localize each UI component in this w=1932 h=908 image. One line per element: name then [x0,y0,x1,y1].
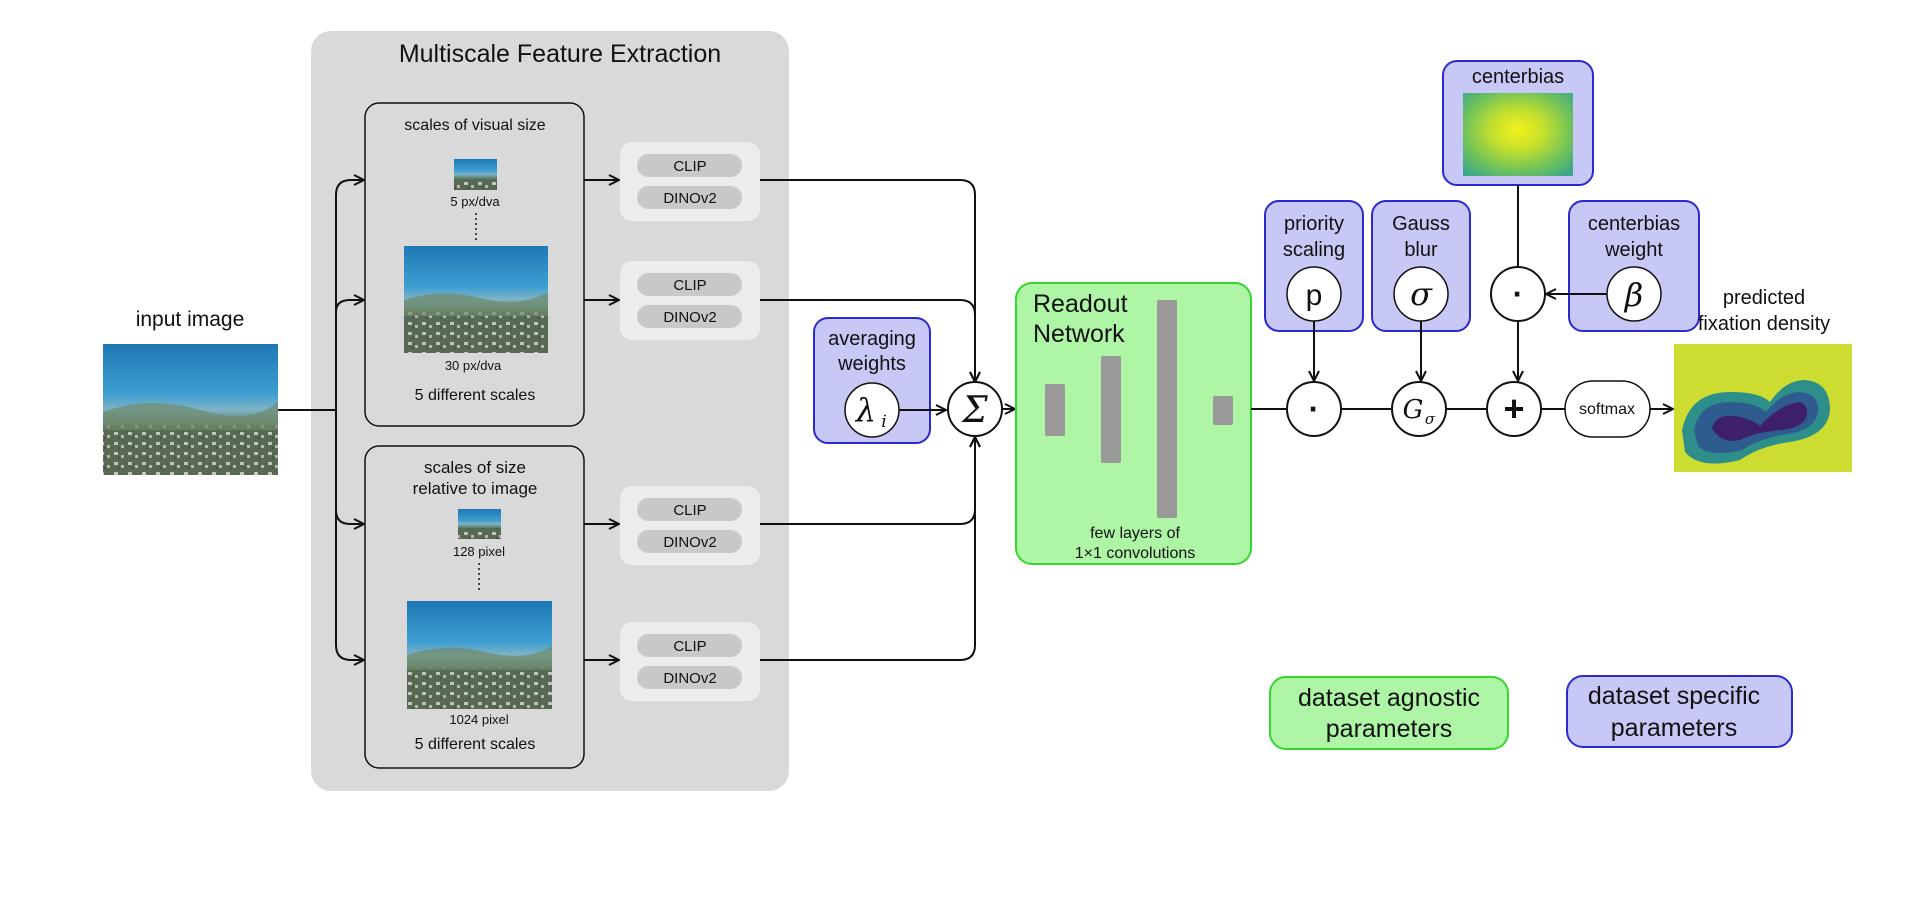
beta-symbol: β [1624,276,1644,314]
output-label-line2: fixation density [1698,313,1830,335]
gauss-operator-node [1391,381,1447,437]
softmax-label: softmax [1579,401,1635,418]
readout-caption-line2: 1×1 convolutions [1075,545,1196,562]
readout-layer-1 [1045,384,1065,436]
readout-layer-3 [1157,300,1177,518]
output-label-line1: predicted [1723,287,1805,309]
sum-symbol: Σ [960,390,988,431]
predicted-density-map [1674,344,1852,472]
multiply-symbol-2: · [1513,276,1524,312]
centerbias-weight-box [1568,200,1700,332]
priority-scaling-label-line1: priority [1284,213,1344,235]
relative-size-title-line2: relative to image [413,479,538,498]
backbone-to-sum-arrows [760,179,975,661]
readout-layers [1045,300,1233,518]
gauss-blur-label-line1: Gauss [1392,213,1450,235]
backbone-box-1: CLIP DINOv2 [620,142,760,221]
visual-large-scale-label: 30 px/dva [445,358,502,373]
legend-specific-line2: parameters [1611,714,1737,742]
readout-title-line1: Readout [1033,290,1128,318]
backbone-clip-label: CLIP [673,502,706,519]
readout-title-line2: Network [1033,320,1125,348]
visual-size-title: scales of visual size [404,117,545,134]
readout-layer-4 [1213,396,1233,425]
priority-scaling-label-line2: scaling [1283,239,1345,261]
averaging-weights-box [813,317,931,444]
visual-count-label: 5 different scales [415,387,536,404]
centerbias-weight-label-line2: weight [1604,239,1663,261]
legend-specific: dataset specific parameters [1566,675,1793,748]
backbone-clip-label: CLIP [673,158,706,175]
relative-large-scale-label: 1024 pixel [449,712,508,727]
legend-agnostic-line2: parameters [1326,715,1452,743]
legend-agnostic-line1: dataset agnostic [1298,684,1480,712]
softmax-node [1564,380,1651,438]
visual-small-thumbnail [454,159,497,190]
legend-specific-line1: dataset specific [1588,682,1760,710]
gauss-operator-subscript: σ [1425,410,1436,428]
input-split-arrows [278,180,364,660]
sigma-symbol: σ [1410,275,1433,313]
backbone-dinov2-label: DINOv2 [663,534,716,551]
priority-p-symbol: p [1306,279,1323,312]
legend-agnostic: dataset agnostic parameters [1269,676,1509,750]
relative-large-thumbnail [407,601,552,709]
centerbias-weight-label-line1: centerbias [1588,213,1680,235]
backbone-clip-label: CLIP [673,638,706,655]
readout-layer-2 [1101,356,1121,463]
multiply-symbol-1: · [1309,391,1320,427]
backbone-dinov2-label: DINOv2 [663,190,716,207]
relative-count-label: 5 different scales [415,736,536,753]
feature-extraction-title: Multiscale Feature Extraction [399,40,721,68]
gauss-blur-label-line2: blur [1404,239,1438,261]
add-symbol: + [1503,388,1524,429]
visual-large-thumbnail [404,246,548,353]
relative-size-title-line1: scales of size [424,458,526,477]
backbone-clip-label: CLIP [673,277,706,294]
readout-network-box [1015,282,1252,565]
visual-small-scale-label: 5 px/dva [450,194,500,209]
averaging-weights-label-line1: averaging [828,328,916,350]
lambda-symbol: λ [854,391,876,429]
averaging-weights-label-line2: weights [837,353,906,375]
backbone-box-3: CLIP DINOv2 [620,486,760,565]
backbone-dinov2-label: DINOv2 [663,309,716,326]
centerbias-label: centerbias [1472,66,1564,88]
backbone-box-2: CLIP DINOv2 [620,261,760,340]
centerbias-map [1463,93,1573,176]
multiply-node-1 [1286,381,1342,437]
backbone-box-4: CLIP DINOv2 [620,622,760,701]
backbone-dinov2-label: DINOv2 [663,670,716,687]
lambda-subscript: i [881,412,886,432]
gauss-operator-symbol: G [1403,395,1424,425]
scale-to-backbone-arrows [584,180,619,660]
relative-small-scale-label: 128 pixel [453,544,505,559]
input-image [103,344,278,475]
add-node [1486,381,1542,437]
readout-caption-line1: few layers of [1090,525,1180,542]
input-image-label: input image [136,308,245,331]
relative-small-thumbnail [458,509,501,539]
